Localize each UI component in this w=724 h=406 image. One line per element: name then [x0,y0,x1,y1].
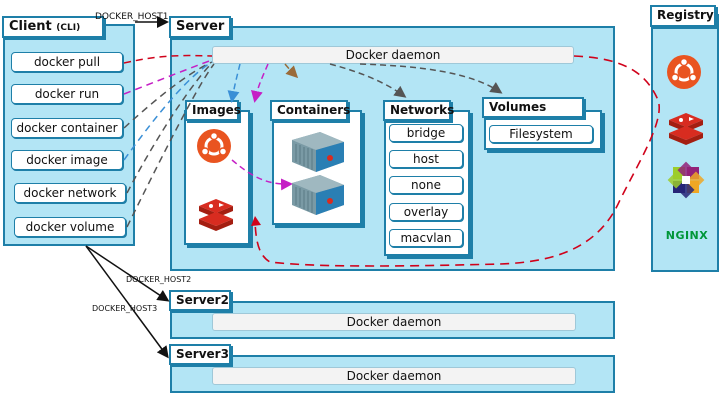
network-overlay: overlay [389,203,463,221]
redis-icon [199,199,233,231]
images-title: Images [185,100,241,121]
server2-title: Server2 [169,290,231,311]
network-bridge: bridge [389,124,463,142]
server-title: Server [169,16,231,38]
client-title: Client (CLI) [2,16,104,38]
dash-daemon-images [227,63,241,103]
pull-arrowhead [251,216,261,226]
dash-pull-registry [254,55,660,267]
container-icon [292,132,344,172]
registry-centos-icon [667,161,705,199]
dash-image [123,61,213,161]
dash-daemon-images-run [251,63,269,103]
network-none: none [389,176,463,194]
volumes-title: Volumes [482,97,584,118]
client-title-text: Client [9,19,52,34]
server3-title: Server3 [169,344,231,365]
arrow-host3 [85,245,169,359]
dash-network [126,62,213,194]
dash-pull [123,54,213,64]
docker-host2-label: DOCKER_HOST2 [126,275,192,284]
server2-docker-daemon: Docker daemon [212,313,576,331]
dash-daemon-volumes [359,63,503,94]
dash-daemon-networks [329,63,407,98]
cmd-docker-volume: docker volume [14,217,126,237]
network-macvlan: macvlan [389,229,463,247]
docker-host3-label: DOCKER_HOST3 [92,304,158,313]
registry-redis-icon [669,113,703,145]
server3-docker-daemon: Docker daemon [212,367,576,385]
network-host: host [389,150,463,168]
client-subtitle: (CLI) [56,23,81,33]
dash-run [123,59,213,95]
ubuntu-icon [197,129,231,163]
docker-host1-label: DOCKER_HOST1 [95,12,169,22]
dash-volume [126,63,215,228]
cmd-docker-container: docker container [11,118,123,138]
networks-title: Networks [383,100,454,121]
cmd-docker-image: docker image [11,150,123,170]
containers-title: Containers [270,100,350,121]
registry-nginx-logo: NGINX [665,229,709,242]
dash-image-to-container [231,159,293,191]
arrow-host2 [85,245,170,302]
server-docker-daemon: Docker daemon [212,46,574,64]
dash-container [123,61,213,129]
registry-title: Registry [650,5,716,27]
dash-daemon-containers [284,63,299,79]
container-icon [292,175,344,215]
volume-filesystem: Filesystem [489,125,593,143]
cmd-docker-run: docker run [11,84,123,104]
registry-ubuntu-icon [667,55,701,89]
cmd-docker-network: docker network [14,183,126,203]
cmd-docker-pull: docker pull [11,52,123,72]
